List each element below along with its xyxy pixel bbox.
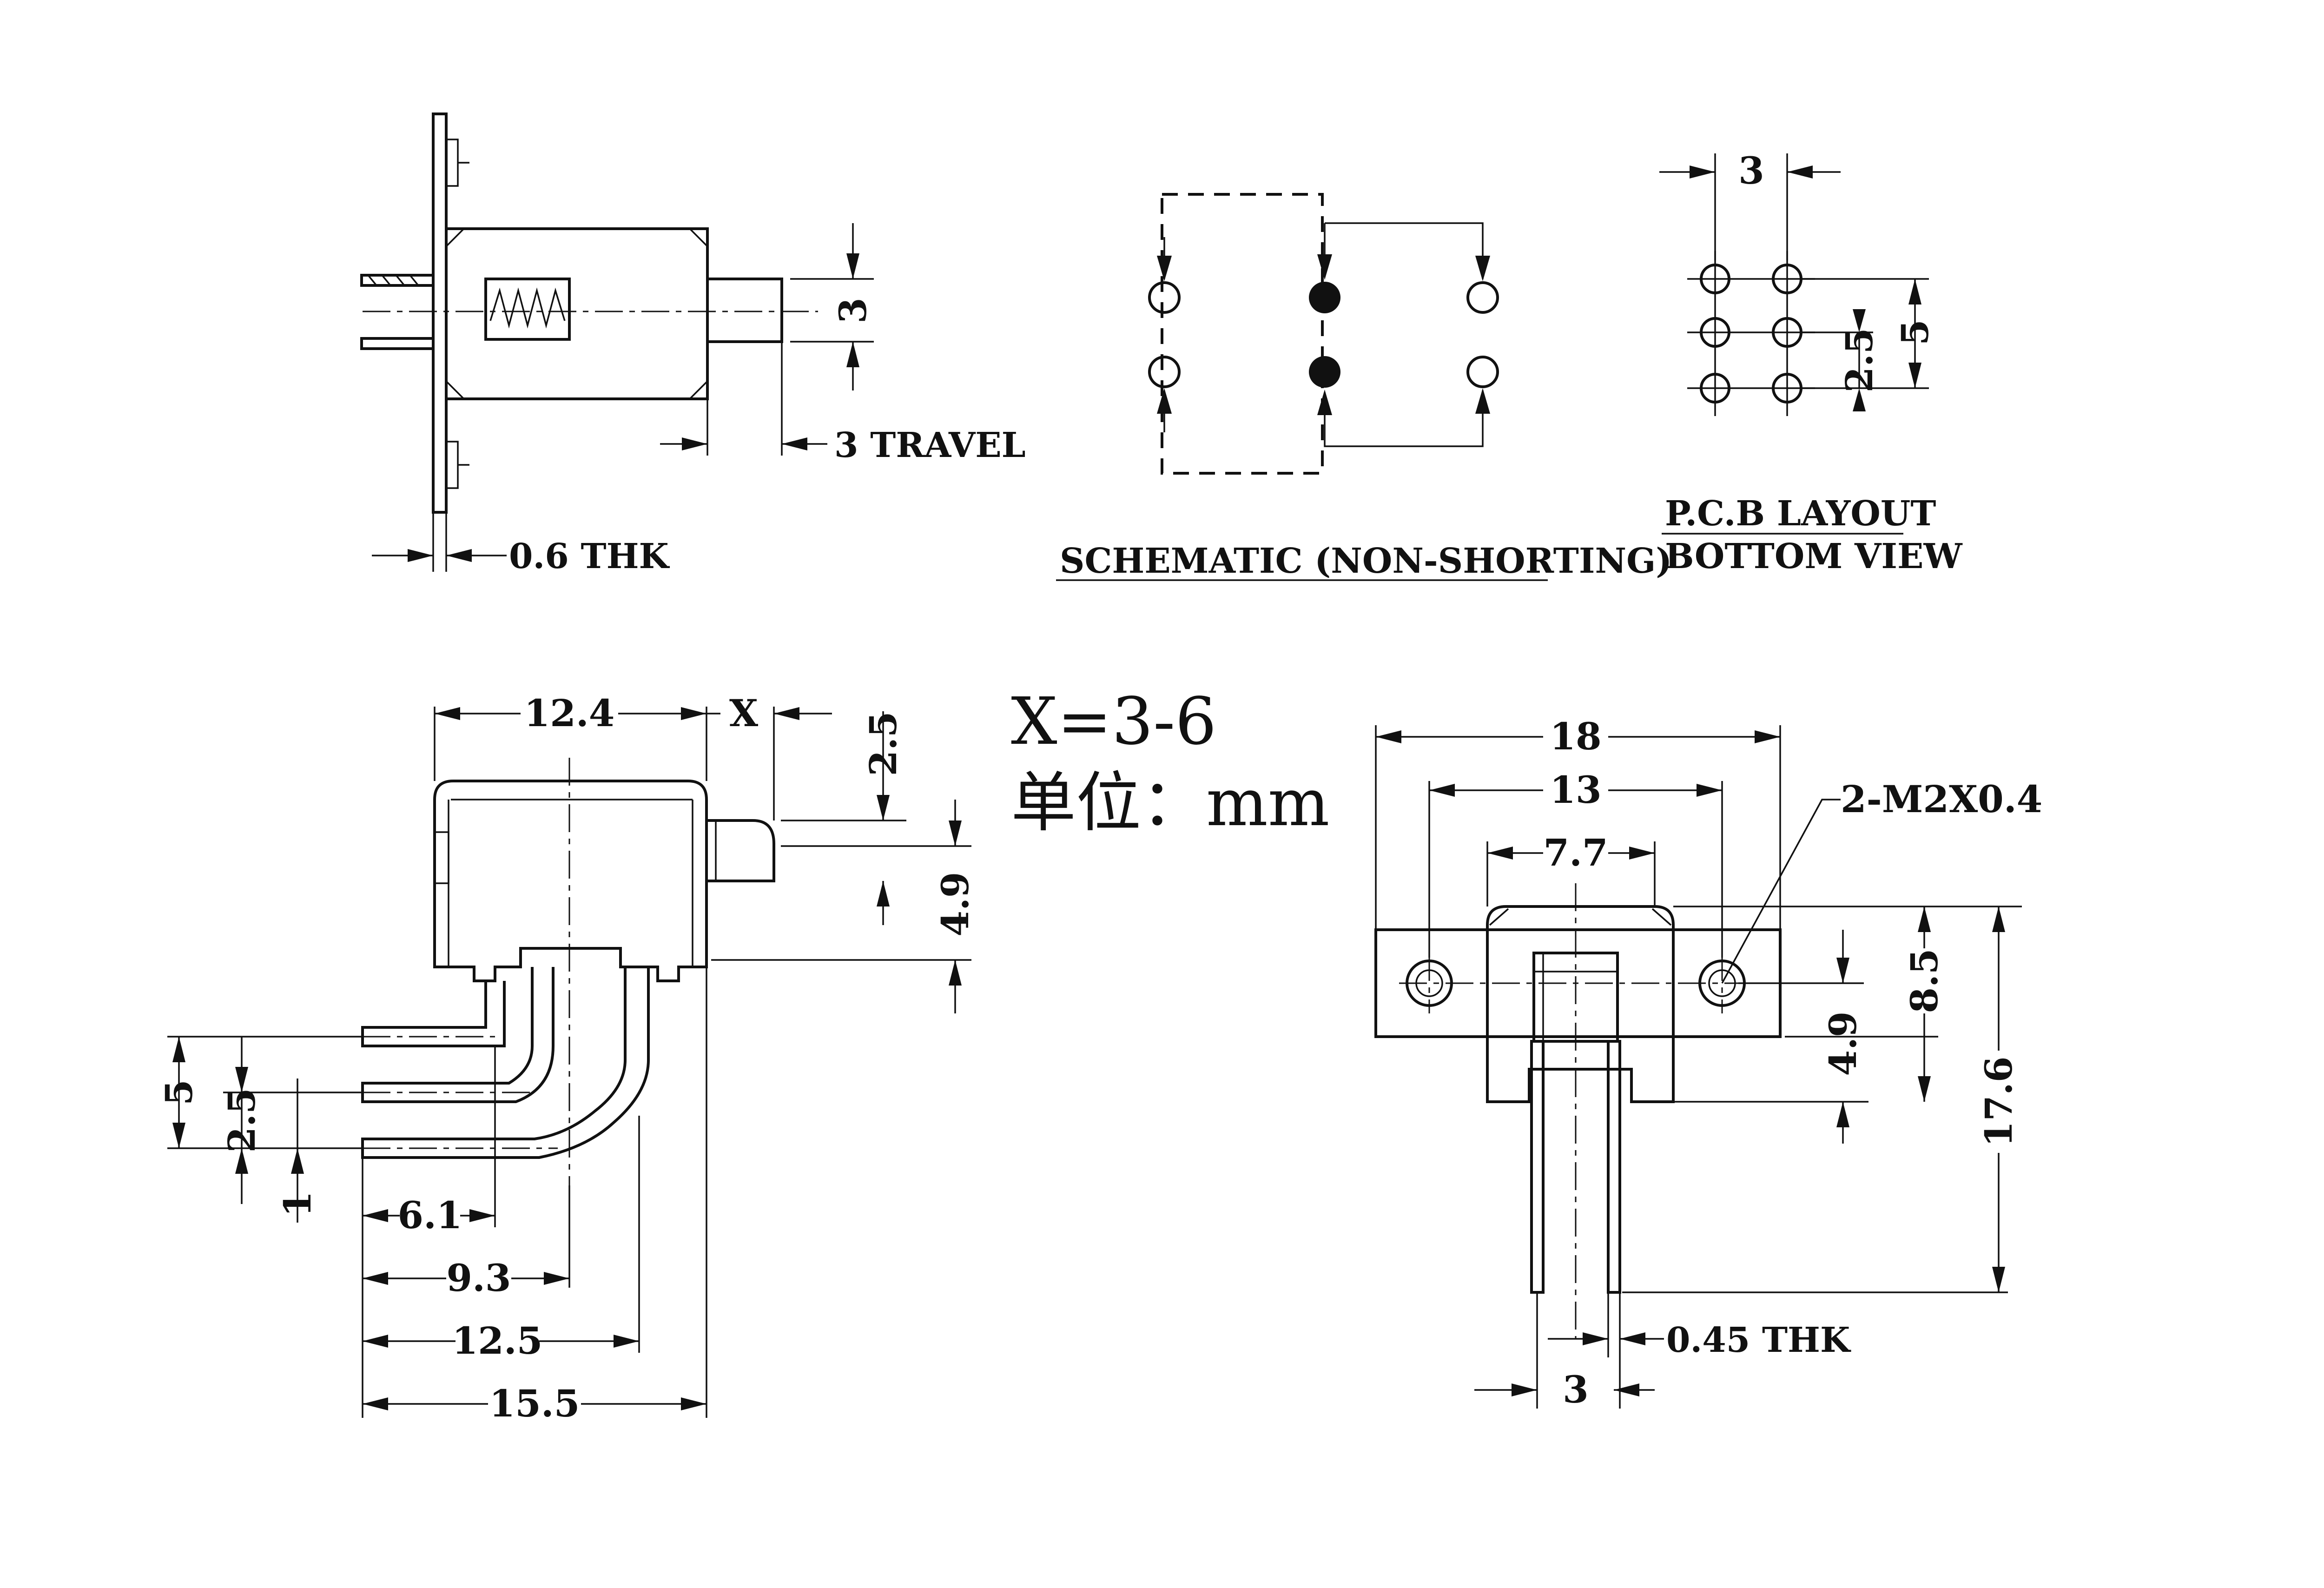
schematic-contact [1466,281,1499,314]
schematic-contact [1148,281,1181,314]
front-leg-3 [361,967,650,1159]
side-actuator-height: 3 [831,298,875,324]
x-range-note: X=3-6 [1011,684,1216,760]
mount-body [1486,905,1675,1103]
mount-total-width: 18 [1550,715,1601,758]
front-actuator [706,819,775,882]
schematic-title: SCHEMATIC (NON-SHORTING) [1060,541,1672,581]
schematic-contact-closed [1309,356,1340,388]
mounting-plate [432,112,448,514]
pcb-span-y: 5 [1893,319,1937,345]
side-actuator [706,278,783,343]
front-actuator-size: 4.9 [933,872,977,936]
pcb-holes [1687,251,1815,416]
mount-hole-height: 4.9 [1821,1011,1865,1076]
pcb-layout-view: 3 2.5 5 P.C.B LAYOUT BOTTOM VIEW [1659,149,1962,576]
mount-view: 18 13 7.7 2-M2X0.4 4.9 8.5 17.6 0.45 THK… [1374,715,2042,1411]
front-pin-offset: 1 [276,1191,319,1217]
pcb-pitch-y: 2.5 [1837,328,1881,392]
schematic-view: SCHEMATIC (NON-SHORTING) [1056,193,1672,581]
front-top-offset: 2.5 [861,711,905,776]
plate-thickness-label: 0.6 THK [509,536,670,576]
mount-pin-left [1530,1040,1545,1294]
front-dim-4: 15.5 [489,1382,580,1425]
screw-callout: 2-M2X0.4 [1841,777,2042,821]
mount-pin-spacing: 3 [1563,1368,1589,1411]
front-width: 12.4 [524,691,615,735]
front-dim-1: 6.1 [397,1193,462,1237]
front-body [433,780,708,982]
pin-thickness-label: 0.45 THK [1666,1320,1851,1360]
mount-hole-spacing: 13 [1550,768,1601,812]
schematic-slider-outline [1161,193,1324,475]
schematic-contact [1148,356,1181,388]
side-pin-bottom [360,337,435,350]
travel-label: 3 TRAVEL [834,425,1026,465]
front-pin-pitch: 2.5 [220,1088,264,1152]
plate-tabs [446,139,459,489]
front-view: 12.4 X 2.5 4.9 5 2.5 1 6.1 9.3 12.5 15.5 [157,691,977,1425]
front-leg-2 [361,967,555,1103]
mount-flange-height: 8.5 [1902,948,1946,1013]
pcb-pitch-x: 3 [1738,149,1764,192]
spring [489,287,566,329]
schematic-contact [1466,356,1499,388]
mount-body-width: 7.7 [1543,831,1608,874]
mount-total-height: 17.6 [1977,1057,2020,1147]
spring-housing [484,278,571,341]
schematic-contact-closed [1309,282,1340,313]
side-view: 3 3 TRAVEL 0.6 THK [360,112,1026,576]
pcb-title-2: BOTTOM VIEW [1665,536,1962,576]
front-dim-3: 12.5 [452,1319,543,1363]
notes: X=3-6 单位：mm [1011,684,1330,841]
front-stroke-x: X [729,691,758,735]
front-pin-span: 5 [157,1079,201,1105]
pcb-title-1: P.C.B LAYOUT [1665,494,1936,534]
side-pin-top [360,274,435,287]
front-dim-2: 9.3 [446,1256,511,1300]
mount-pin-right [1607,1040,1621,1294]
unit-note: 单位：mm [1011,765,1330,841]
